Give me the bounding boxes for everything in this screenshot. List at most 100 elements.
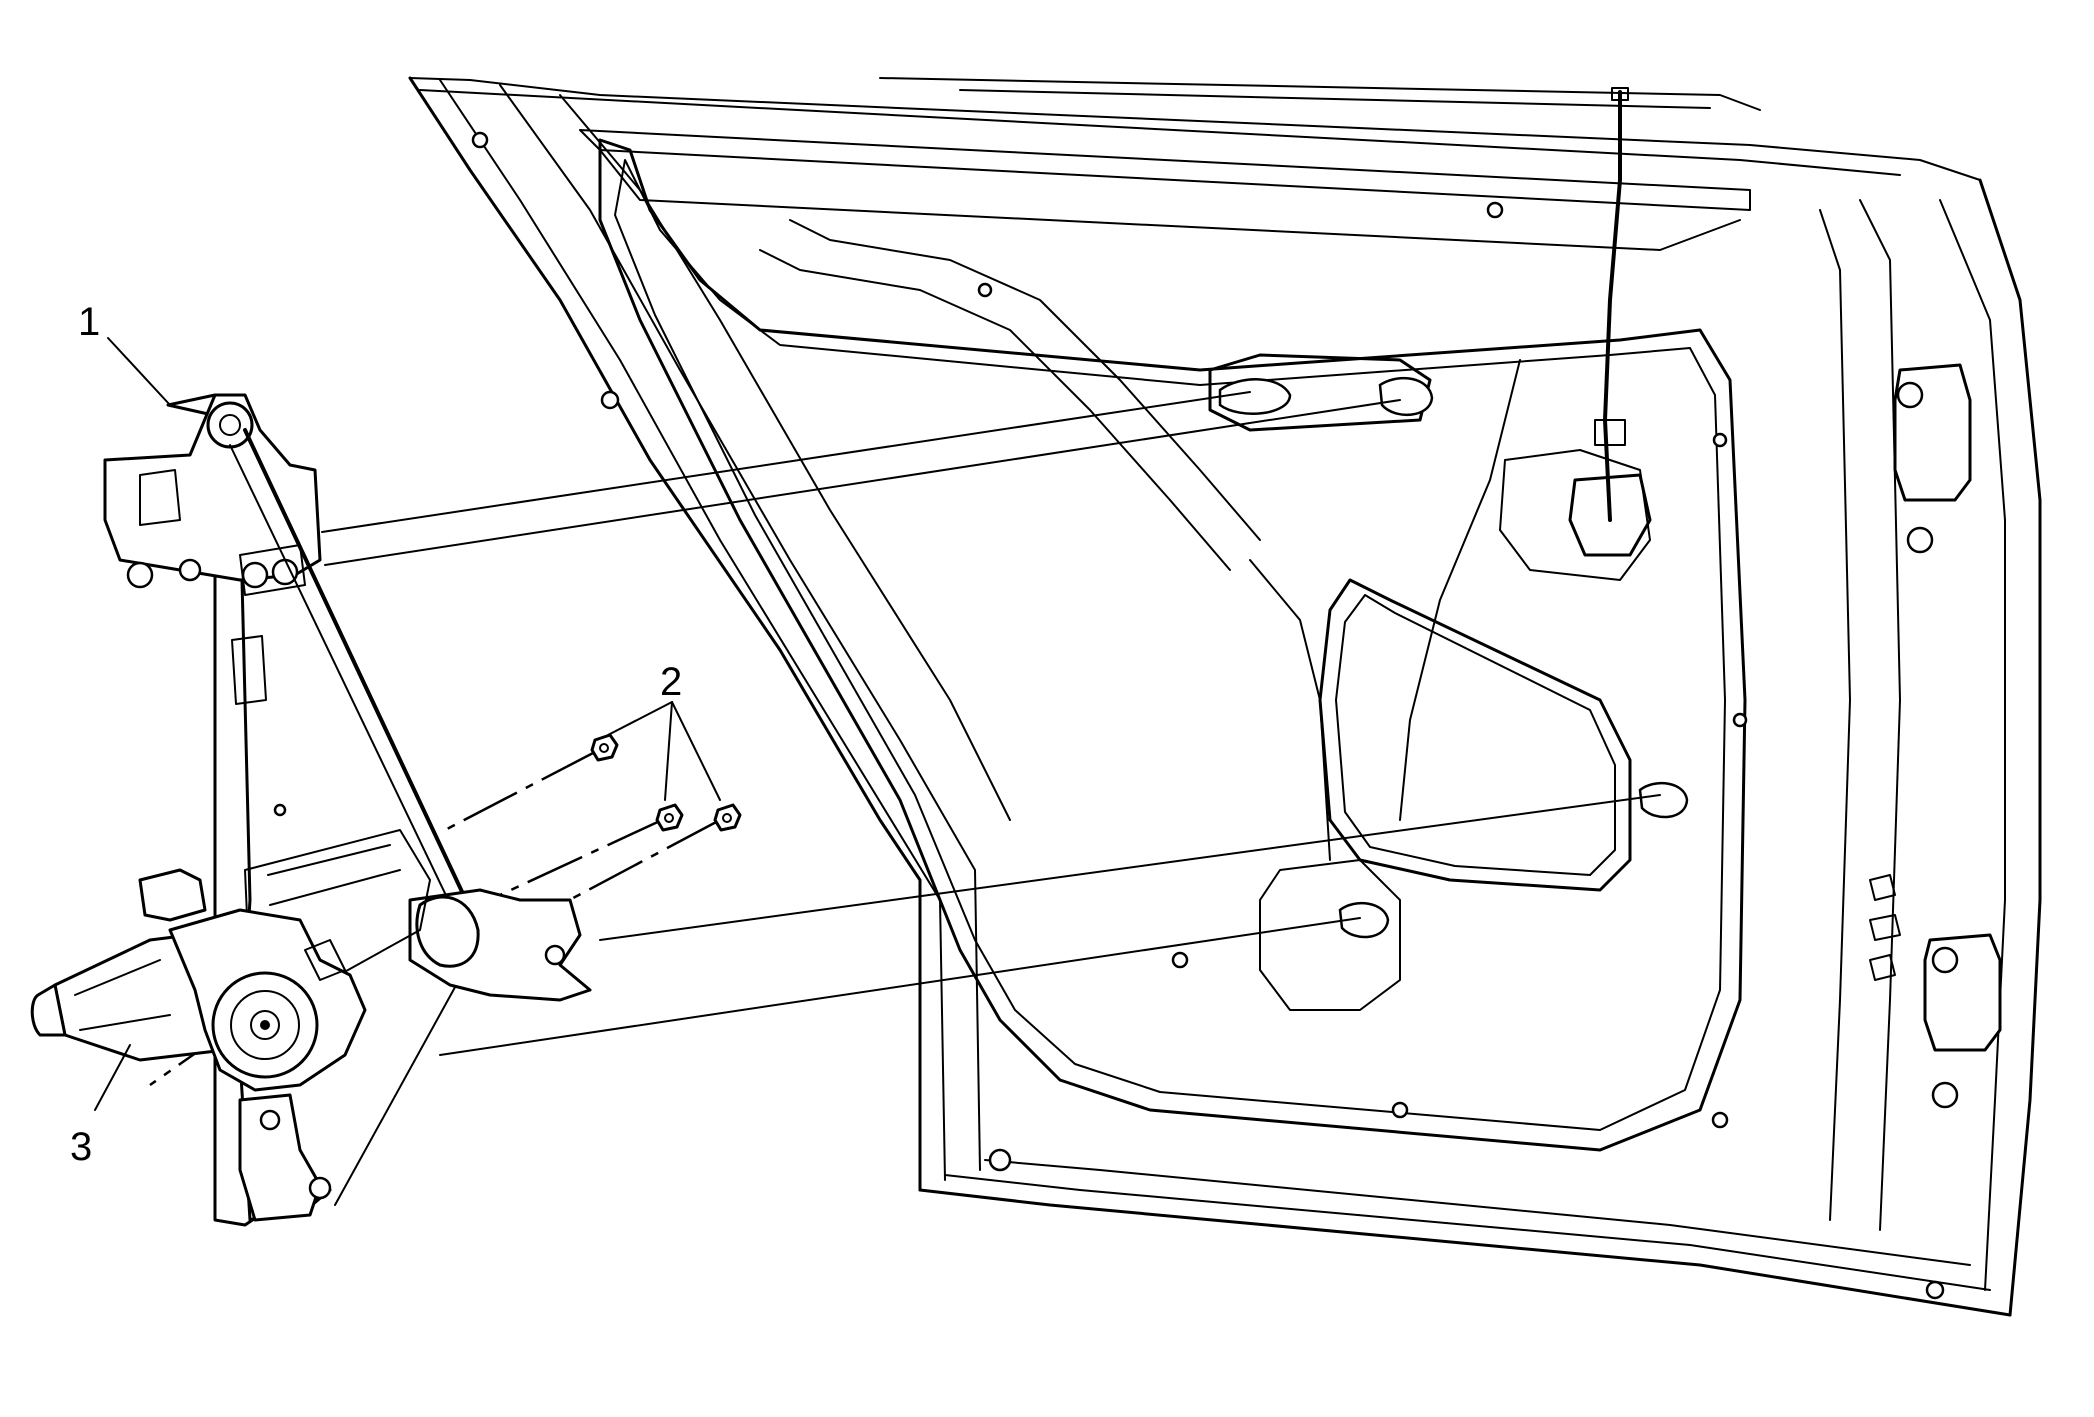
door-hinge-pillar-inner [1819,209,1851,1221]
door-inner-panel [408,76,2042,1317]
door-access-hole-right [1499,449,1651,581]
regulator-mount-hole-lower-left [1338,902,1390,939]
alignment-line-lower-2 [439,917,1361,1056]
door-rear-edge [1978,178,2042,1317]
door-lock-rod-clip [1594,419,1626,446]
regulator-upper-pulley-hub [219,414,241,436]
door-panel-bead-4 [1249,559,1331,861]
motor-drum-center [260,1020,270,1030]
panel-hole [1925,1280,1945,1300]
door-front-edge [408,76,922,1192]
panel-hole [1486,201,1504,219]
regulator-cable-diagonal [243,428,482,932]
regulator-bolt-hole [126,561,154,589]
door-front-flange [499,84,981,1171]
regulator-top-bracket [103,393,322,582]
motor-end-cap [30,983,67,1037]
bolt-2 [655,803,684,832]
motor-drum-hub [250,1010,280,1040]
door-latch-mount [1568,473,1652,557]
panel-hole [977,282,993,298]
callout-2-leader-a [664,701,673,801]
motor-connector [138,868,207,922]
bolt-3 [713,803,742,832]
hinge-bolt [1906,526,1934,554]
door-lock-rod [1603,90,1622,522]
wiring-clip [1869,874,1896,901]
callout-label-3: 3 [70,1125,92,1169]
panel-hole [1732,712,1748,728]
regulator-mount-hole-lower-right [1638,782,1689,819]
bolt-leader-1 [444,750,596,832]
regulator-bolt-hole [178,558,202,582]
door-front-flange-2 [559,94,1011,821]
regulator-mount-hole-upper-left [1218,378,1292,415]
regulator-rail-hole [273,803,287,817]
callout-leaders [94,337,721,1111]
regulator-bolt-hole [271,558,299,586]
regulator-bottom-bracket [238,1093,322,1222]
regulator-upper-pulley [206,401,254,449]
door-bottom-flange [984,1159,1971,1266]
regulator-carrier-hole [544,944,566,966]
door-access-hole-main [1318,578,1632,892]
alignment-line-upper-1 [321,391,1251,533]
motor-housing-seam [74,959,161,996]
callout-3-leader [94,1044,131,1111]
callout-2-leader-c [607,701,673,736]
panel-hole [600,390,620,410]
panel-hole [1711,1111,1729,1129]
wiring-clip [1869,954,1896,981]
bolt-leader-3 [559,818,721,907]
panel-hole [1712,432,1728,448]
window-motor [30,868,367,1092]
door-hinge-pillar [1859,199,1901,1231]
hinge-bolt [1896,381,1924,409]
hinge-bolt [1931,946,1959,974]
callout-1-leader [107,337,171,406]
door-panel-bead-2 [759,249,1231,571]
regulator-lower-plate-rib-2 [269,869,401,906]
motor-housing-seam-2 [79,1014,171,1031]
alignment-line-lower-1 [599,794,1661,941]
regulator-carrier-roller [415,895,480,968]
regulator-lower-plate-rib [267,844,391,876]
regulator-mount-hole-upper-right [1378,376,1434,417]
regulator-bolts [590,733,742,832]
panel-hole [1171,951,1189,969]
door-front-edge-inner [439,79,946,1181]
door-access-hole-main-inner [1335,594,1616,876]
door-access-hole-lower [1259,859,1401,1011]
door-inner-panel-bead [614,159,1726,1131]
callout-label-2: 2 [660,660,682,704]
door-lock-rod-knob [1611,87,1629,101]
callout-2-leader-b [671,701,721,801]
alignment-line-upper-2 [324,399,1401,566]
bolt-leader-2 [499,818,663,897]
door-belt-line [579,129,1751,211]
alignment-lines [149,391,1661,1087]
panel-hole [1391,1101,1409,1119]
door-panel-bead-3 [1399,359,1521,821]
door-frame-top-edge-inner [419,89,1901,176]
regulator-bottom-hole [308,1176,332,1200]
wiring-clip [1869,914,1901,941]
regulator-cable-lower [334,959,471,1206]
regulator-top-bracket-tab [139,469,181,526]
regulator-cable-diagonal-2 [229,444,466,936]
door-belt-reinforcement [599,149,1741,251]
regulator-bolt-hole [241,561,269,589]
panel-hole [471,131,489,149]
window-regulator [103,393,592,1227]
door-inner-panel-outline [598,138,1747,1152]
regulator-rail-slot [231,635,267,705]
regulator-bottom-hole [259,1109,281,1131]
motor-drum-ring [230,990,300,1060]
callout-label-1: 1 [78,300,100,344]
door-bottom-edge [918,1188,2012,1317]
door-frame-top-edge [409,77,1981,181]
door-rear-edge-inner [1939,199,2006,1291]
panel-hole [988,1148,1012,1172]
